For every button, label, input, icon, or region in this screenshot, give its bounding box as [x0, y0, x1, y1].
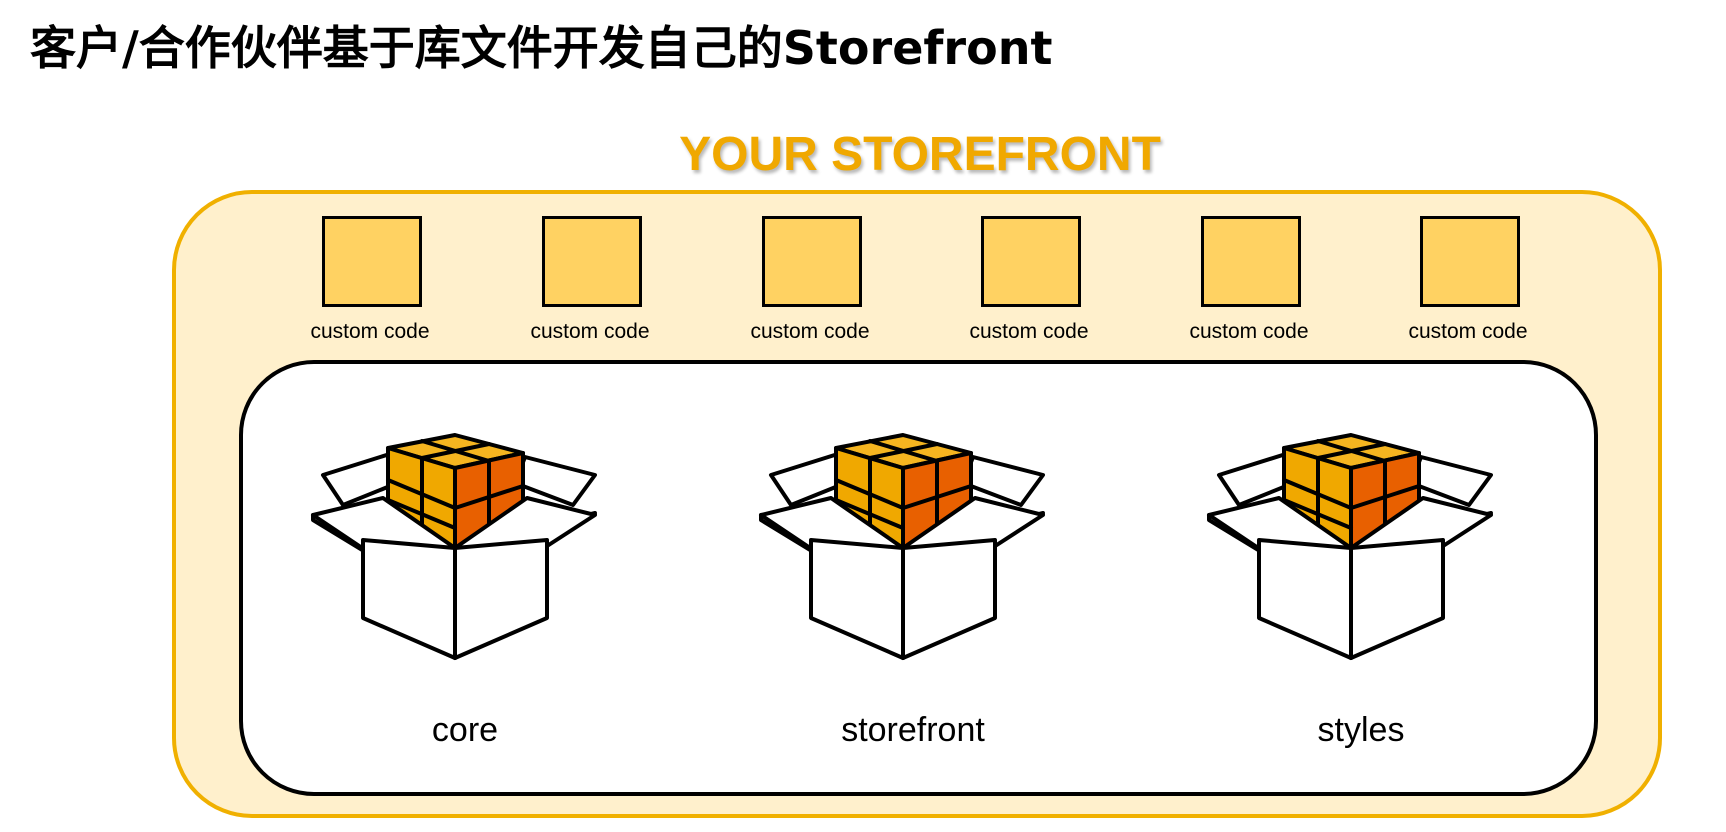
- custom-code-block: custom code: [270, 216, 470, 346]
- custom-code-box: [981, 216, 1081, 307]
- custom-code-block: custom code: [1149, 216, 1349, 346]
- library-label: storefront: [841, 711, 985, 749]
- library-styles: styles: [1201, 420, 1521, 760]
- custom-code-block: custom code: [710, 216, 910, 346]
- library-label: styles: [1317, 711, 1405, 749]
- package-icon: [311, 433, 597, 660]
- page-title: 客户/合作伙伴基于库文件开发自己的Storefront: [30, 21, 1053, 75]
- custom-code-label: custom code: [969, 320, 1089, 343]
- library-core: core: [305, 420, 625, 760]
- custom-code-block: custom code: [929, 216, 1129, 346]
- package-icon: [759, 433, 1045, 660]
- package-icon: [1207, 433, 1493, 660]
- custom-code-block: custom code: [1368, 216, 1568, 346]
- custom-code-label: custom code: [310, 320, 430, 343]
- custom-code-box: [542, 216, 642, 307]
- custom-code-box: [322, 216, 422, 307]
- custom-code-label: custom code: [1408, 320, 1528, 343]
- custom-code-label: custom code: [750, 320, 870, 343]
- custom-code-box: [1201, 216, 1301, 307]
- library-storefront: storefront: [753, 420, 1073, 760]
- custom-code-box: [1420, 216, 1520, 307]
- custom-code-box: [762, 216, 862, 307]
- custom-code-label: custom code: [530, 320, 650, 343]
- storefront-heading: YOUR STOREFRONT: [679, 128, 1161, 181]
- library-label: core: [431, 711, 499, 749]
- custom-code-label: custom code: [1189, 320, 1309, 343]
- custom-code-block: custom code: [490, 216, 690, 346]
